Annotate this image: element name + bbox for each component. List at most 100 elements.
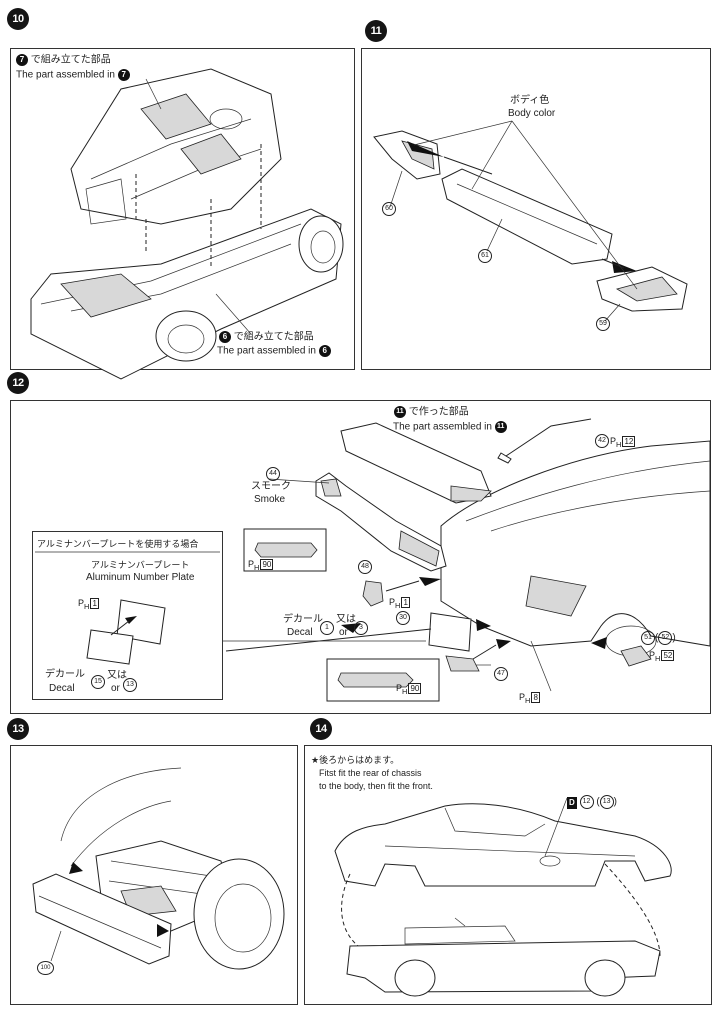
step-10-bottom-label-en: The part assembled in 6 [217, 345, 331, 358]
part-61: 61 [478, 249, 492, 263]
ph-letter: P [649, 650, 656, 660]
ph-letter: P [610, 436, 617, 446]
ref-badge-11: 11 [494, 421, 507, 433]
label-jp: で組み立てた部品 [30, 54, 111, 66]
decal-number: 13 [599, 795, 614, 809]
body-color-jp: ボディ色 [510, 95, 550, 106]
decal-b: 3 [354, 621, 368, 635]
ph-sub: H [655, 653, 661, 663]
ref-badge-6: 6 [318, 345, 331, 357]
ph-sub: H [254, 562, 260, 572]
ph-letter: P [396, 683, 403, 693]
ph-number: 90 [408, 683, 422, 694]
inset-or-en: or [111, 683, 120, 694]
ph-number: 52 [661, 650, 675, 661]
aluminum-plate-inset: アルミナンバープレートを使用する場合 アルミナンバープレート Aluminum … [32, 531, 223, 700]
inset-title: アルミナンバープレートを使用する場合 [37, 539, 199, 549]
step-10-top-label-en: The part assembled in 7 [16, 69, 130, 82]
step-14-badge: 14 [310, 718, 332, 740]
step-11-badge: 11 [365, 20, 387, 42]
part-number: 52 [658, 631, 673, 645]
part-48: 48 [358, 560, 372, 574]
step-13-badge: 13 [7, 718, 29, 740]
ph-number: 1 [401, 597, 410, 608]
label-en: The part assembled in [16, 69, 115, 81]
inset-decal-b: 13 [123, 678, 137, 692]
part-number: 51 [641, 631, 655, 645]
part-number: 100 [37, 961, 54, 975]
ph-sub: H [525, 695, 531, 705]
step-13-illustration [32, 767, 285, 970]
inset-aluminum-en: Aluminum Number Plate [86, 572, 195, 583]
inset-decal-jp: デカール [45, 669, 85, 680]
decal-en: Decal [287, 627, 313, 638]
step-12-badge: 12 [7, 372, 29, 394]
step-12-panel: 11 で作った部品 The part assembled in 11 42 PH… [10, 400, 711, 714]
part-30: 30 [396, 611, 410, 625]
part-number: 48 [358, 560, 372, 574]
step-13-panel: 100 [10, 745, 298, 1005]
inset-illustration [35, 551, 220, 665]
part-42: 42 [595, 434, 609, 448]
part-59: 59 [596, 317, 610, 331]
part-number: 60 [382, 202, 396, 216]
label-en: The part assembled in [217, 345, 316, 357]
ph-number: 1 [90, 598, 99, 609]
inset-aluminum-jp: アルミナンバープレート [91, 560, 190, 570]
or-en: or [339, 627, 348, 638]
ref-badge-7: 7 [117, 69, 130, 81]
ref-badge-7: 7 [16, 54, 28, 66]
part-60: 60 [382, 202, 396, 216]
step-14-illustration [334, 797, 672, 997]
step-12-assembled-en: The part assembled in 11 [393, 421, 507, 434]
inset-decal-a: 15 [91, 675, 105, 689]
part-number: 59 [596, 317, 610, 331]
ph-sub: H [402, 686, 408, 696]
part-51-52: 51(52) [641, 631, 676, 645]
step-14-note-en-2: to the body, then fit the front. [319, 781, 433, 791]
body-color-en: Body color [508, 108, 556, 119]
step-10-illustration [30, 68, 344, 380]
or-jp: 又は [336, 614, 356, 625]
part-100: 100 [37, 961, 54, 975]
ph-letter: P [248, 559, 255, 569]
label-jp: で作った部品 [408, 406, 469, 418]
ref-badge-6: 6 [219, 331, 231, 343]
label-en: The part assembled in [393, 421, 492, 433]
smoke-jp: スモーク [251, 481, 291, 492]
decal-number: 15 [91, 675, 105, 689]
inset-or-jp: 又は [107, 670, 127, 681]
smoke-en: Smoke [254, 494, 286, 505]
inset-decal-en: Decal [49, 683, 75, 694]
ph-number: 90 [260, 559, 274, 570]
ph-sub: H [395, 600, 401, 610]
part-44: 44 [266, 467, 280, 481]
step-10-badge: 10 [7, 8, 29, 30]
step-10-bottom-label-jp: 6 で組み立てた部品 [219, 331, 314, 344]
ph-sub: H [616, 439, 622, 449]
step-14-note-en-1: Fitst fit the rear of chassis [319, 768, 422, 778]
ref-badge-11: 11 [394, 406, 406, 418]
decal-number: 1 [320, 621, 334, 635]
step-14-decal-ref: D 12 (13) [567, 795, 618, 809]
ph-sub: H [84, 601, 90, 611]
decal-sheet-badge: D [567, 796, 577, 809]
step-12-assembled-jp: 11 で作った部品 [394, 406, 469, 419]
decal-number: 13 [123, 678, 137, 692]
ph-letter: P [78, 598, 85, 608]
ph-number: 12 [622, 436, 636, 447]
decal-jp: デカール [283, 614, 323, 625]
decal-number: 3 [354, 621, 368, 635]
part-number: 61 [478, 249, 492, 263]
step-14-panel: ★後ろからはめます。 Fitst fit the rear of chassis… [304, 745, 712, 1005]
part-number: 47 [494, 667, 508, 681]
part-number: 30 [396, 611, 410, 625]
step-12-illustration [223, 418, 711, 702]
ph-letter: P [389, 597, 396, 607]
